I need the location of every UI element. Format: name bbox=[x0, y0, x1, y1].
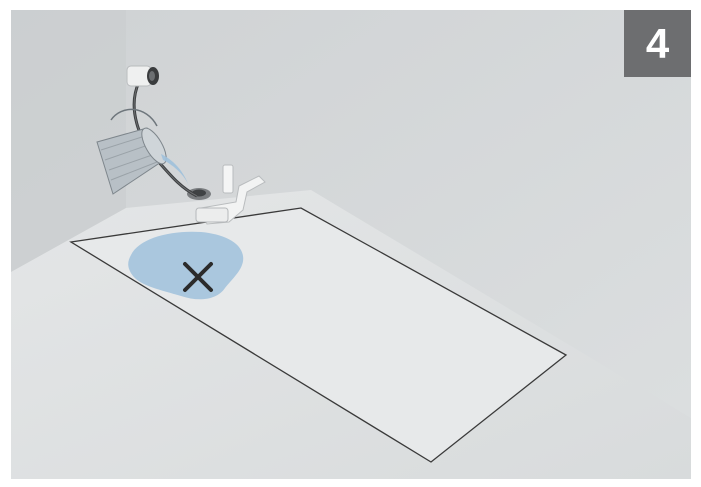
step-number-badge: 4 bbox=[624, 10, 691, 77]
illustration-frame: 4 bbox=[11, 10, 691, 479]
installation-scene bbox=[11, 10, 691, 479]
wall-tap-icon bbox=[127, 66, 159, 86]
